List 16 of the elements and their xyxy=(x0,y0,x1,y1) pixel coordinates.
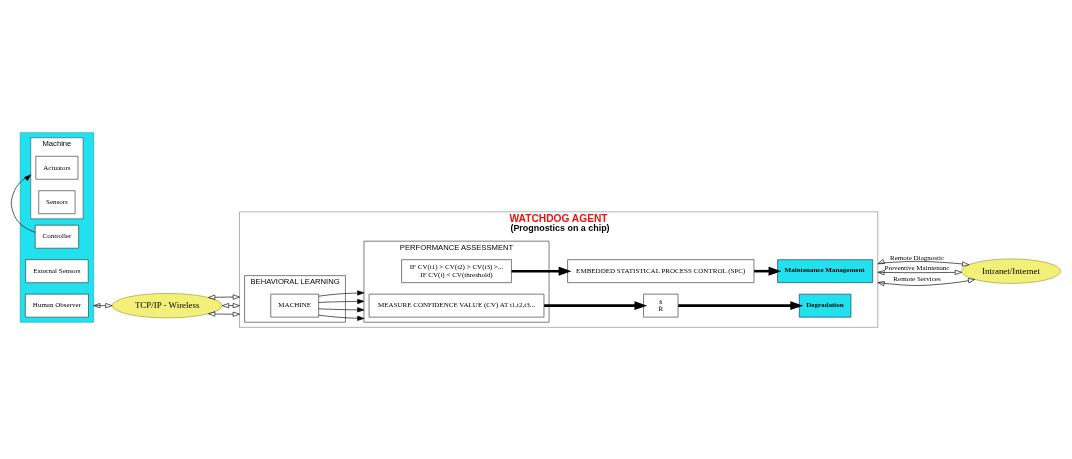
arrow xyxy=(877,277,976,286)
arrow xyxy=(318,314,365,321)
arrow xyxy=(544,300,648,310)
arrow xyxy=(93,302,113,308)
cluster xyxy=(19,131,94,323)
arrow xyxy=(877,269,962,275)
arrow xyxy=(318,298,365,304)
arrow xyxy=(678,300,804,310)
arrow xyxy=(318,289,365,296)
arrow xyxy=(221,302,240,308)
arrow xyxy=(511,266,572,276)
arrow xyxy=(208,293,240,300)
arrow xyxy=(11,174,36,233)
arrow xyxy=(208,310,240,317)
arrow xyxy=(877,258,970,267)
arrow xyxy=(318,306,365,312)
